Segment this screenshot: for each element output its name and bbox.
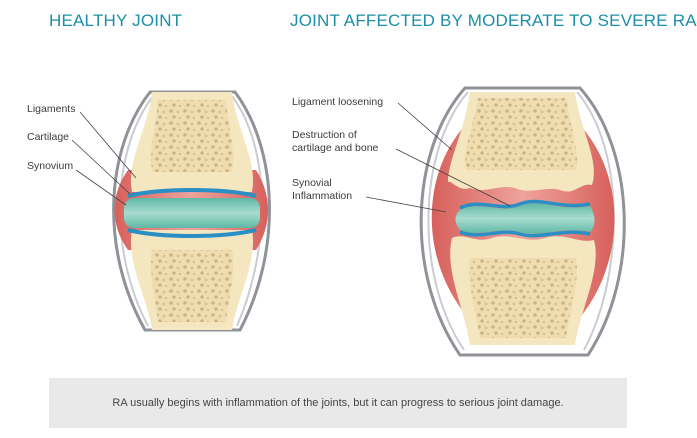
healthy-joint: [71, 90, 271, 332]
leader-synovial-inflammation: [365, 196, 447, 213]
affected-joint-heading: JOINT AFFECTED BY MODERATE TO SEVERE RA: [290, 11, 697, 30]
leader-cartilage: [71, 139, 131, 195]
leader-ligaments: [79, 111, 137, 179]
affected-joint: [365, 86, 626, 357]
affected-ligament-capsule: [419, 86, 626, 357]
healthy-ligament-capsule: [112, 90, 271, 332]
leader-synovium: [75, 169, 127, 206]
healthy-upper-cartilage: [127, 188, 257, 198]
label-synovium: Synovium: [27, 160, 74, 172]
label-synovial-line2: Inflammation: [292, 190, 353, 202]
label-destruction-line1: Destruction of: [292, 129, 357, 141]
leader-ligament-loosening: [397, 102, 453, 151]
caption-text: RA usually begins with inflammation of t…: [112, 397, 564, 409]
label-destruction-line2: cartilage and bone: [292, 142, 379, 154]
label-ligaments: Ligaments: [27, 103, 76, 115]
affected-lower-cartilage: [459, 230, 591, 238]
affected-synovial-fluid: [455, 203, 595, 234]
label-ligament-loosening: Ligament loosening: [292, 96, 384, 108]
healthy-synovial-fluid: [124, 198, 260, 228]
affected-upper-cartilage: [459, 199, 591, 210]
label-cartilage: Cartilage: [27, 131, 70, 143]
healthy-joint-heading: HEALTHY JOINT: [49, 11, 183, 30]
healthy-lower-cartilage: [127, 228, 257, 238]
caption-box: RA usually begins with inflammation of t…: [49, 378, 627, 428]
leader-destruction: [395, 148, 511, 207]
label-synovial-line1: Synovial: [292, 177, 332, 189]
joint-illustrations: [71, 86, 626, 357]
